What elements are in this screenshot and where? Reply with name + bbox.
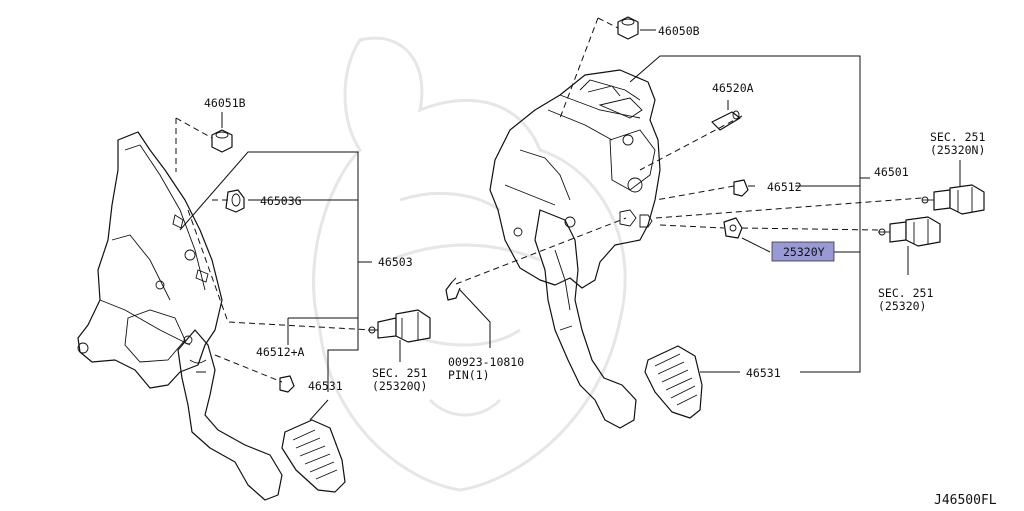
label-pin-code[interactable]: 00923-10810 <box>448 355 524 369</box>
right-pedal-assembly <box>489 69 703 429</box>
bolt-46503G <box>225 189 245 213</box>
label-46531-right[interactable]: 46531 <box>746 366 781 380</box>
label-46503[interactable]: 46503 <box>378 255 413 269</box>
switch-25320Q <box>368 309 431 343</box>
label-25320Y[interactable]: 25320Y <box>783 245 825 259</box>
pin-46520A <box>711 110 741 131</box>
highlight-25320Y[interactable] <box>771 241 835 262</box>
label-46520A[interactable]: 46520A <box>712 81 754 95</box>
label-46503G[interactable]: 46503G <box>260 194 302 208</box>
label-46501[interactable]: 46501 <box>874 165 909 179</box>
right-bracket <box>489 69 661 289</box>
label-46512[interactable]: 46512 <box>767 180 802 194</box>
leader-lines <box>179 29 961 421</box>
switch-25320N <box>921 184 985 215</box>
label-46512A[interactable]: 46512+A <box>256 345 305 359</box>
stopper-46512A <box>279 375 295 393</box>
label-46051B[interactable]: 46051B <box>204 96 246 110</box>
nut-46051B <box>211 129 233 153</box>
clip-25320Y <box>723 217 743 239</box>
label-pin-text: PIN(1) <box>448 368 490 382</box>
label-sec-25320-line2: (25320) <box>878 299 926 313</box>
dashed-guides <box>175 17 923 383</box>
label-sec-25320Q-line1[interactable]: SEC. 251 <box>372 366 427 380</box>
label-sec-25320-line1[interactable]: SEC. 251 <box>878 286 933 300</box>
switch-25320 <box>878 216 941 247</box>
part-labels: 46050B 46051B 46520A 46503G 46503 46512 … <box>204 24 997 508</box>
left-pedal-assembly <box>77 131 346 501</box>
diagram-code: J46500FL <box>934 493 997 508</box>
label-46050B[interactable]: 46050B <box>658 24 700 38</box>
label-sec-25320N-line2: (25320N) <box>930 143 985 157</box>
pin-00923-10810 <box>445 277 461 301</box>
nut-46050B <box>617 16 639 40</box>
label-sec-25320Q-line2: (25320Q) <box>372 379 427 393</box>
right-pedal-arm <box>534 209 637 429</box>
stopper-46512 <box>733 179 749 197</box>
left-bracket <box>77 131 223 389</box>
left-pedal-arm <box>177 329 283 501</box>
label-46531-left[interactable]: 46531 <box>308 379 343 393</box>
watermark-emblem <box>312 36 627 492</box>
label-sec-25320N-line1[interactable]: SEC. 251 <box>930 130 985 144</box>
